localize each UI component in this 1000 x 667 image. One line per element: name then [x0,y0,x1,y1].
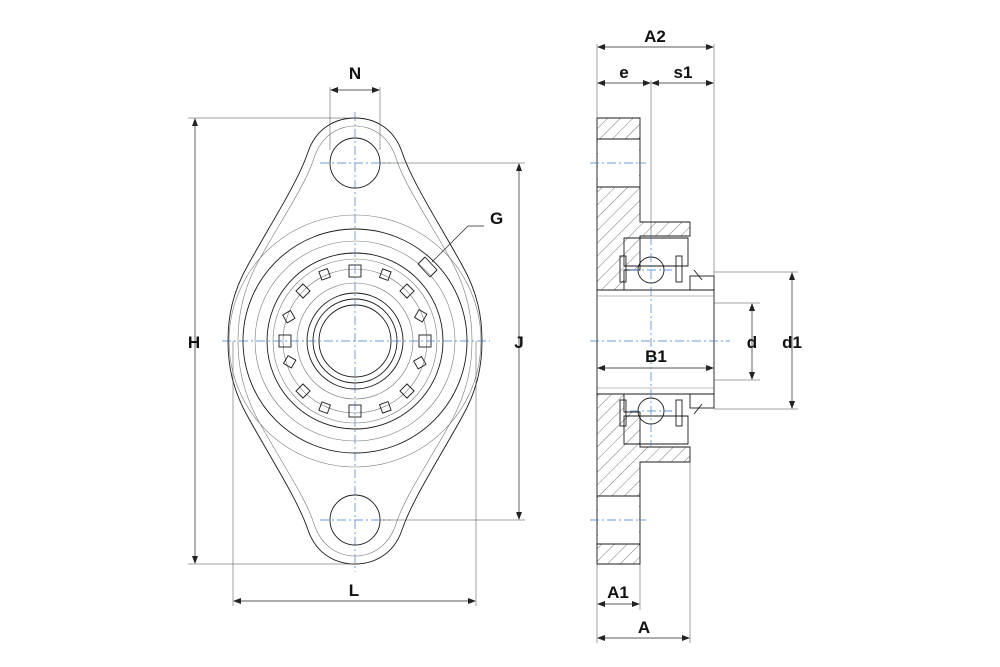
grease-nipple [417,256,438,278]
bearing-outer-ring-top [623,237,689,267]
side-view [590,117,730,565]
collar-bottom [689,393,715,409]
dim-label-a: A [638,618,650,637]
inner-ring-section [596,289,715,395]
dim-label-d: d [747,333,757,352]
front-view [222,112,490,572]
dim-label-e: e [619,63,628,82]
dim-label-b1: B1 [645,347,667,366]
collar-top [689,275,715,291]
dim-label-g: G [490,209,503,228]
dim-label-a2: A2 [644,27,666,46]
side-dimensions: A2 e s1 B1 d d1 A1 A [596,27,802,643]
dim-label-d1: d1 [782,333,802,352]
dim-label-a1: A1 [607,583,629,602]
dim-label-j: J [514,333,523,352]
dim-label-h: H [188,333,200,352]
dim-label-s1: s1 [674,63,693,82]
front-dimensions: N H J L G [188,64,525,606]
leader-g [431,225,484,263]
bearing-outer-ring-bottom [623,415,689,445]
dim-label-n: N [349,64,361,83]
dim-label-l: L [349,581,359,600]
